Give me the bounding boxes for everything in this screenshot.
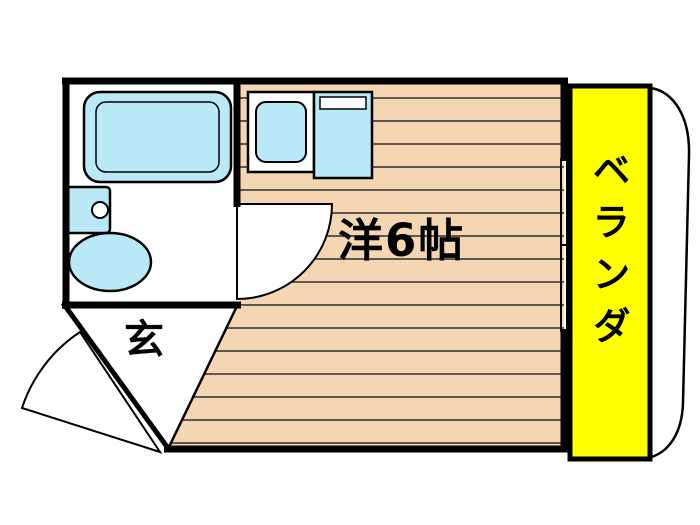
entrance-floor-boundary bbox=[166, 305, 239, 450]
bathtub-inner-rim bbox=[95, 101, 220, 173]
wall-entrance-diagonal bbox=[60, 301, 173, 453]
balcony-outer-rail bbox=[647, 86, 691, 460]
entrance-area bbox=[66, 308, 237, 449]
balcony bbox=[567, 83, 653, 462]
toilet-bowl bbox=[67, 231, 153, 293]
bathtub bbox=[82, 90, 233, 184]
walls bbox=[60, 77, 568, 453]
entrance-door-swing bbox=[20, 330, 163, 454]
bathroom-door-swing bbox=[236, 203, 334, 301]
toilet-tank-knob bbox=[91, 201, 109, 219]
kitchen-unit-shelf bbox=[319, 96, 367, 110]
sink-basin bbox=[255, 101, 307, 163]
balcony-window bbox=[560, 158, 568, 332]
